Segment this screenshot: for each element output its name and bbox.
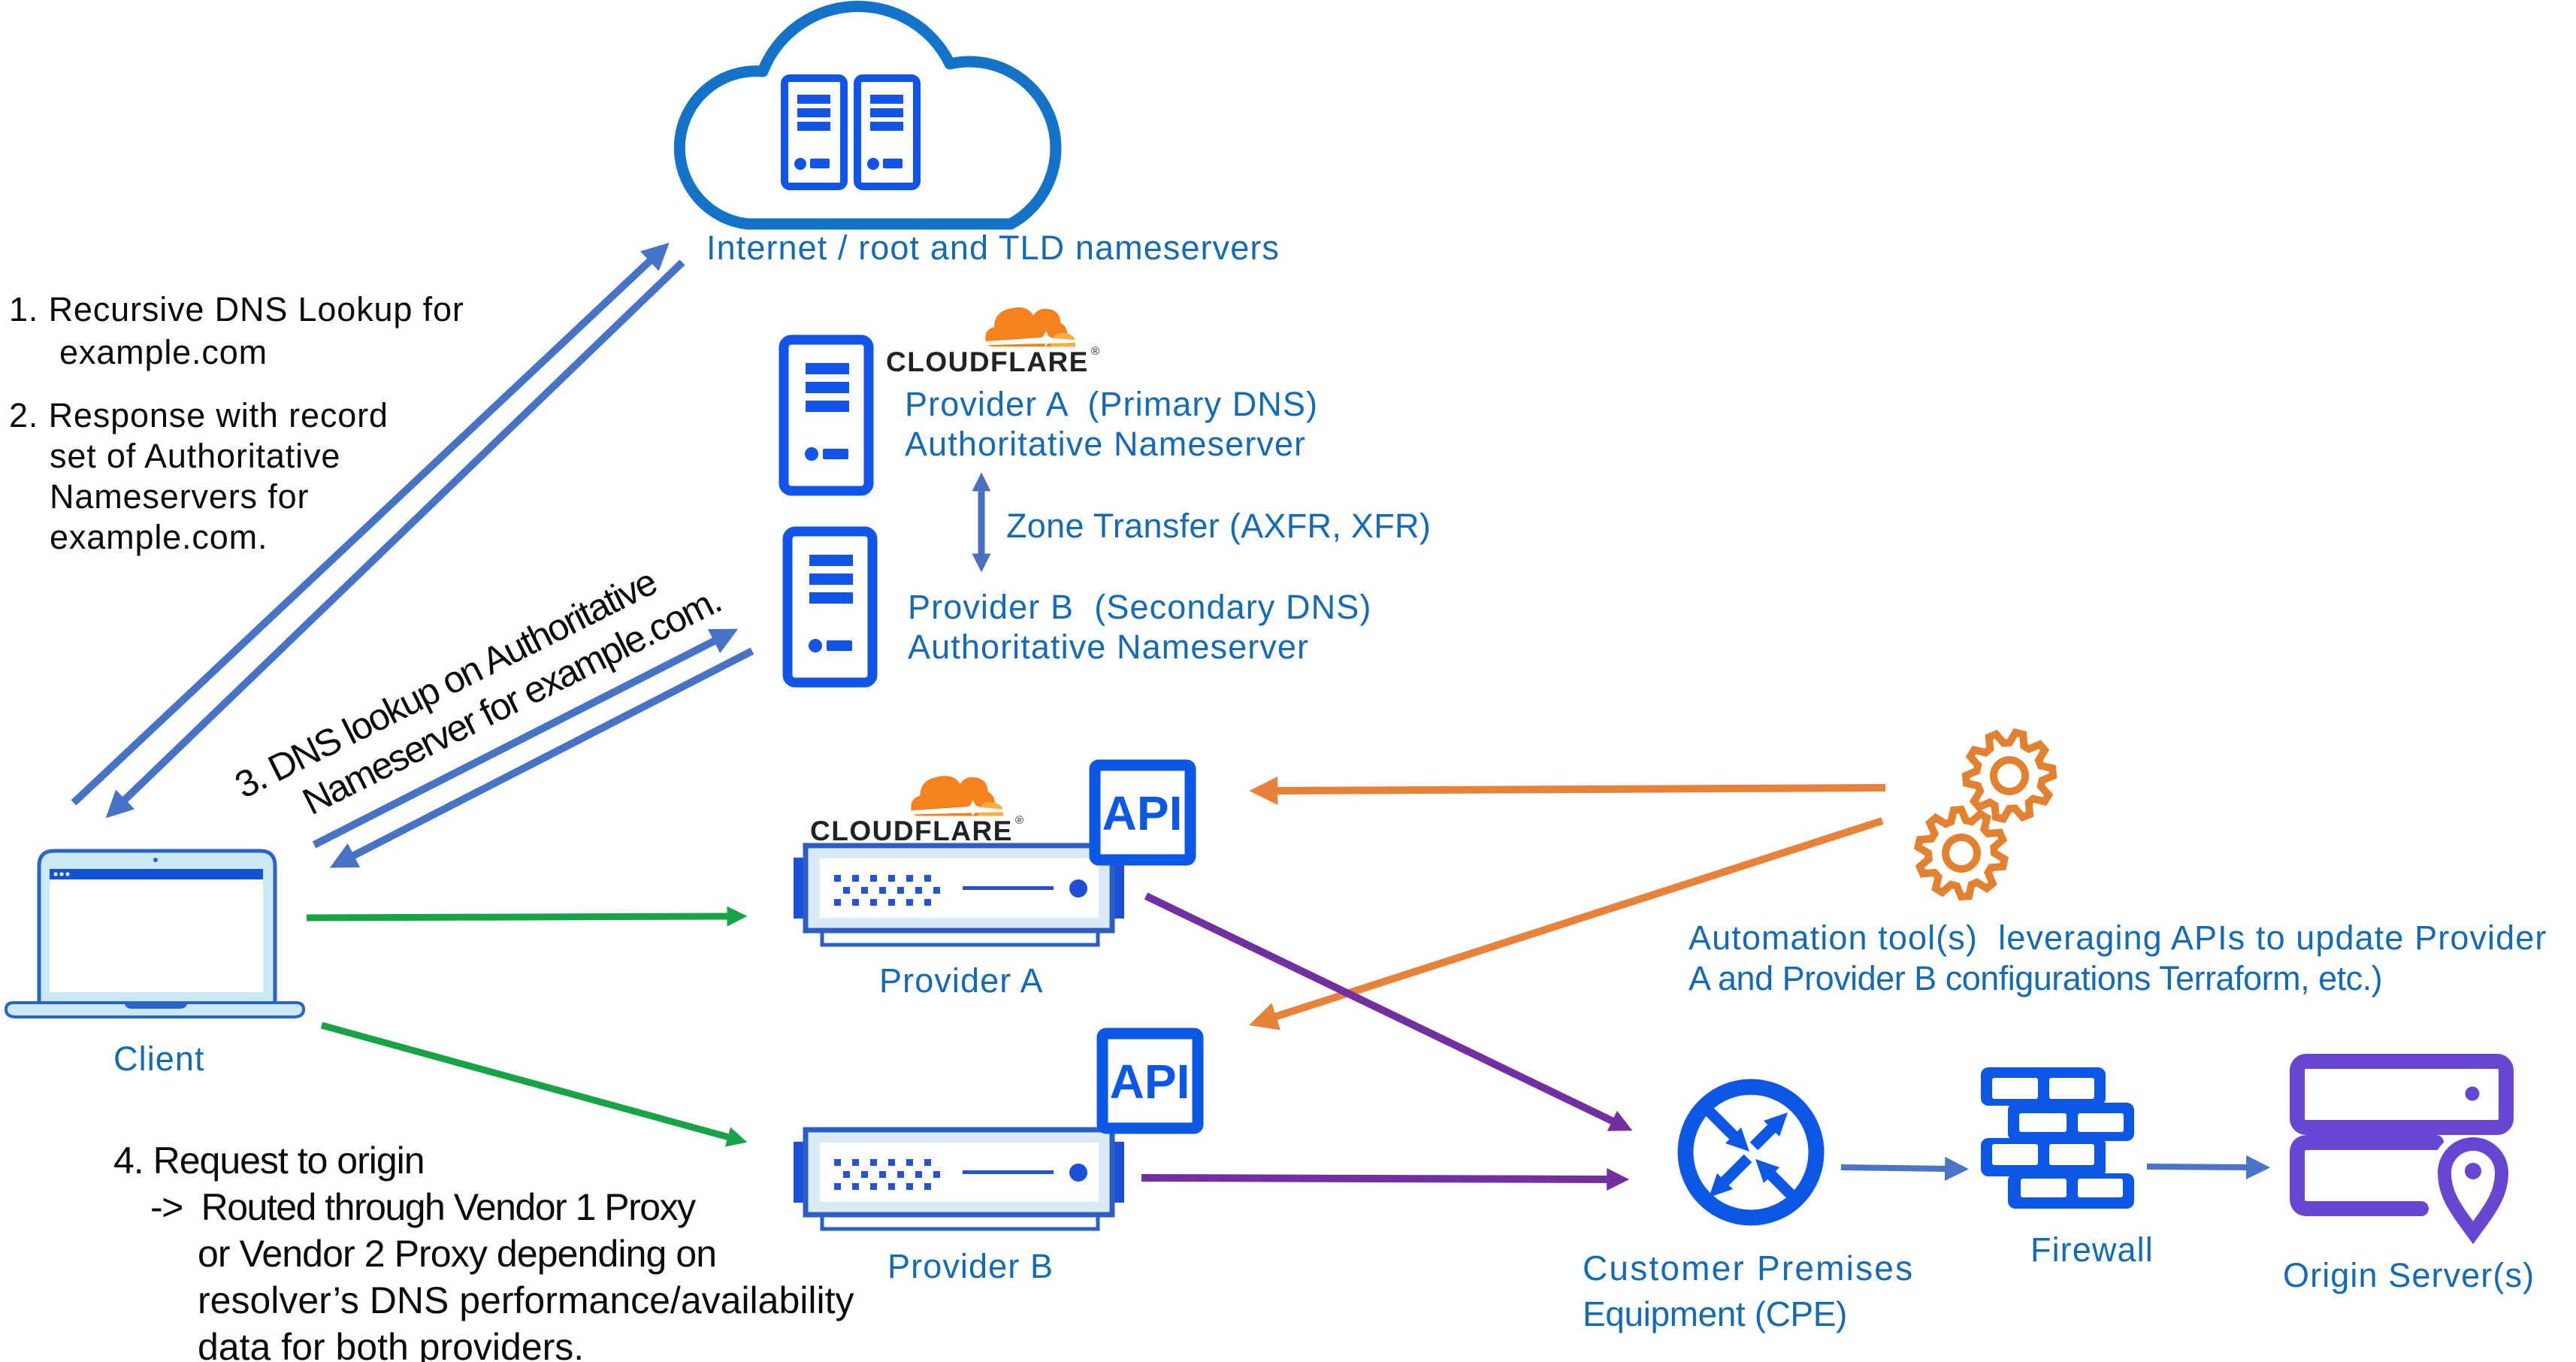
svg-text:®: ® (1091, 345, 1099, 358)
svg-text:API: API (1110, 1055, 1190, 1109)
svg-text:CLOUDFLARE: CLOUDFLARE (810, 816, 1013, 846)
svg-text:®: ® (1015, 814, 1023, 827)
svg-text:CLOUDFLARE: CLOUDFLARE (886, 347, 1089, 377)
svg-text:API: API (1102, 786, 1183, 840)
